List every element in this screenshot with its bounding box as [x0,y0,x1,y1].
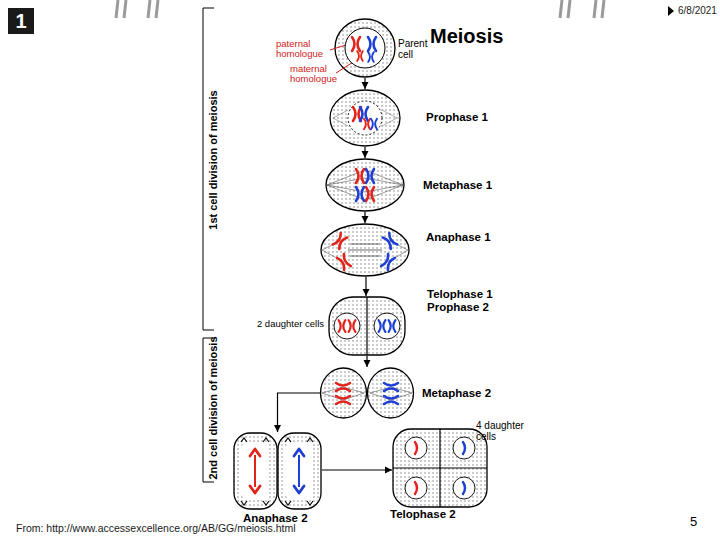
slide-title: Meiosis [430,25,503,48]
logo-number: 1 [8,8,34,34]
cleavage-line [393,429,487,507]
count-label: 2 daughter cells [244,318,324,329]
page-number: 5 [690,514,697,529]
stage-arrow [278,393,321,432]
stage-label: Prophase 1 [426,111,488,123]
stage-label: Telophase 1 Prophase 2 [427,288,501,314]
cell-membrane [393,429,487,507]
stage-label: Anaphase 1 [426,231,491,243]
stage-cell: Anaphase 2 [233,432,322,510]
count-label: 4 daughter cells [476,420,530,442]
stage-cell: Telophase 1 Prophase 22 daughter cells [328,296,406,356]
homologue-label: paternal homologue [276,39,336,59]
stage-label: Metaphase 2 [422,387,491,399]
homologue-label: maternal homologue [290,64,350,84]
cell-outline [334,18,396,78]
cell-outline [233,432,322,510]
stage-arrow [364,78,365,89]
cell-membrane [326,159,404,211]
stage-label: Telophase 2 [390,508,456,520]
stage-label: Metaphase 1 [423,179,492,191]
header-triangle [668,6,674,16]
cell-membrane [321,368,367,418]
source-note: From: http://www.accessexcellence.org/AB… [16,522,296,534]
stage-arrow [322,469,392,470]
cell-membrane [335,19,395,77]
division-label: 1st cell division of meiosis [206,75,220,245]
logo-box [8,8,34,34]
cell-membrane [278,433,321,509]
cell-outline [325,158,405,212]
cell-outline [320,223,410,277]
cell-membrane [321,224,409,276]
cell-membrane [234,433,277,509]
stage-arrow [365,277,366,296]
stage-arrow [366,356,367,367]
cell-membrane [368,368,414,418]
stage-cell: Prophase 1 [329,89,401,147]
parent-cell: Parent cell [334,18,396,78]
division-label: 2nd cell division of meiosis [206,333,220,483]
stage-cell: Metaphase 1 [325,158,405,212]
cell-outline [320,367,414,419]
stage-cell: Metaphase 2 [320,367,414,419]
cell-membrane [330,90,400,146]
cell-outline [328,296,406,356]
cell-outline [392,428,488,508]
stage-cell: Anaphase 1 [320,223,410,277]
slide-date: 6/8/2021 [678,5,717,16]
stage-cell: Telophase 24 daughter cells [392,428,488,508]
cell-membrane [329,297,405,355]
header-marks [116,0,604,18]
cell-outline [329,89,401,147]
stage-arrow [364,212,365,223]
stage-arrow [364,147,365,158]
